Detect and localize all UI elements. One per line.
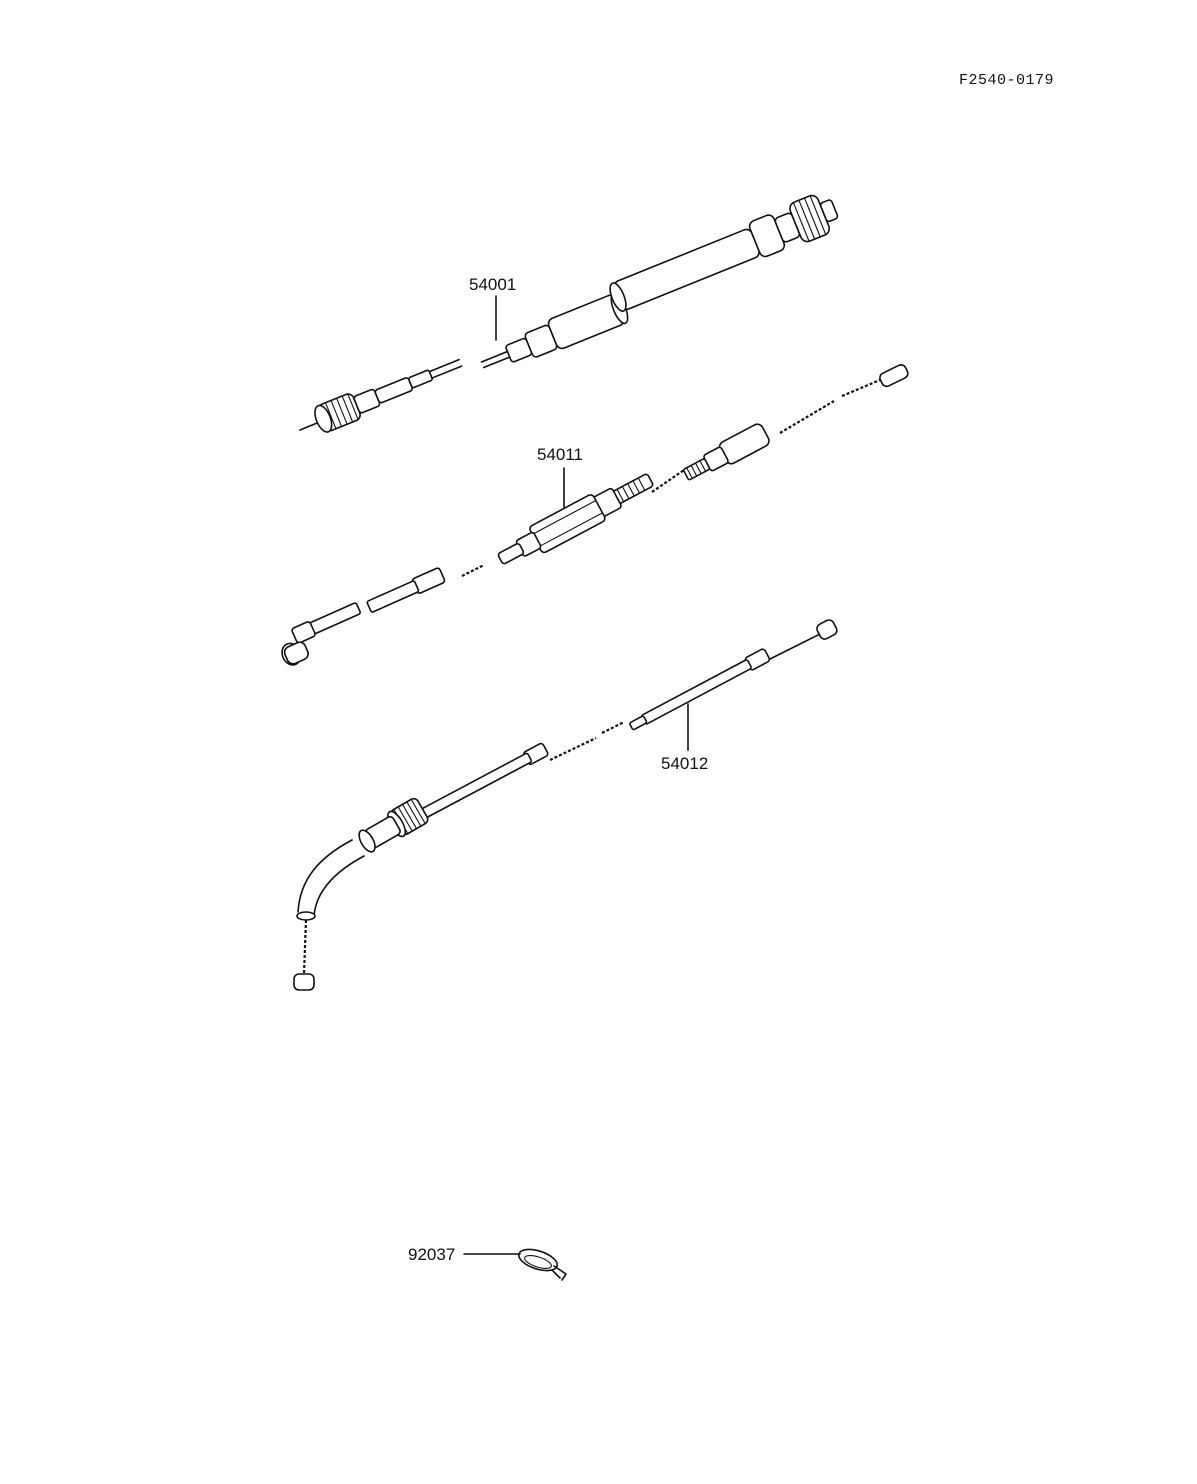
part-number-54012: 54012 <box>661 754 708 773</box>
cable-54011[interactable] <box>274 363 910 668</box>
figure-code: F2540-0179 <box>959 72 1055 89</box>
speedometer-cable[interactable] <box>299 189 842 434</box>
part-number-54001: 54001 <box>469 275 516 294</box>
part-number-54011: 54011 <box>537 445 583 464</box>
clamp-92037[interactable] <box>516 1245 567 1281</box>
part-number-92037: 92037 <box>408 1245 455 1264</box>
cable-54012[interactable] <box>293 618 839 991</box>
